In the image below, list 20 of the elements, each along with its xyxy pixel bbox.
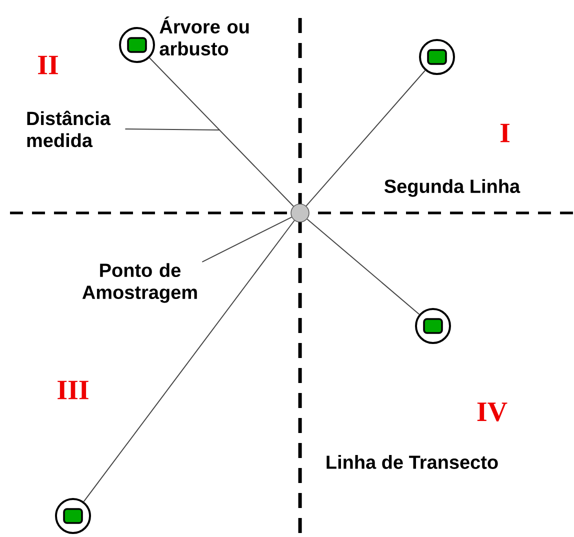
sampling-point [290, 204, 310, 222]
quadrant-number: III [58, 380, 88, 400]
text-label: Ponto de Amostragem [82, 263, 197, 303]
text-label: Linha de Transecto [324, 454, 500, 470]
leader-line [124, 128, 220, 130]
connecting-line [306, 218, 420, 315]
quadrant-number: IV [477, 402, 508, 422]
tree-symbol [419, 39, 455, 75]
connecting-line [306, 70, 426, 206]
connecting-line [149, 57, 294, 207]
quadrant-number: II [38, 56, 58, 74]
tree-symbol [55, 498, 91, 534]
connecting-line [83, 220, 295, 502]
text-label: Segunda Linha [382, 178, 522, 198]
leader-line [202, 216, 292, 262]
text-label: Distância medida [27, 110, 111, 148]
quadrant-number: I [500, 124, 510, 142]
tree-symbol [119, 27, 155, 63]
tree-symbol [415, 308, 451, 344]
text-label: Árvore ou arbusto [160, 16, 249, 56]
